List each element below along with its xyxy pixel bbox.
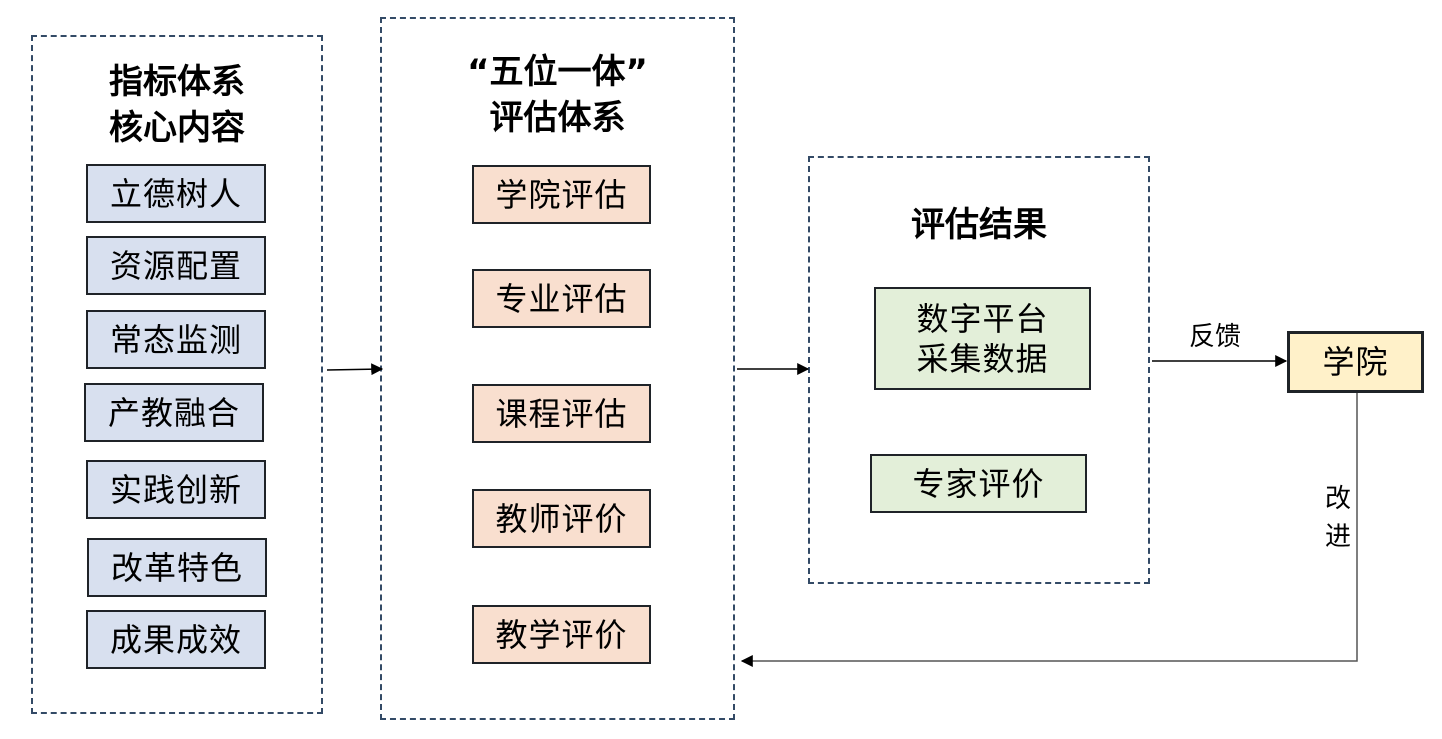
- indicator-item-5: 实践创新: [86, 460, 266, 519]
- evaluation-system-title: “五位一体” 评估体系: [382, 49, 733, 141]
- evaluation-item-5: 教学评价: [472, 605, 651, 664]
- college-box: 学院: [1287, 331, 1424, 393]
- indicator-title-line1: 指标体系: [109, 62, 245, 102]
- evaluation-item-1: 学院评估: [472, 165, 651, 224]
- improve-label-2: 进: [1325, 522, 1352, 552]
- evaluation-title-line1: “五位一体”: [467, 52, 648, 92]
- result-item-expert-review: 专家评价: [870, 454, 1087, 513]
- indicator-system-group: 指标体系 核心内容: [31, 35, 323, 714]
- indicator-item-1: 立德树人: [86, 164, 266, 223]
- result-item-1-line1: 数字平台: [916, 299, 1049, 338]
- evaluation-title-line2: 评估体系: [489, 98, 626, 138]
- improve-label-1: 改: [1325, 484, 1352, 514]
- indicator-system-title: 指标体系 核心内容: [33, 59, 321, 151]
- indicator-item-2: 资源配置: [86, 236, 266, 295]
- indicator-item-3: 常态监测: [86, 310, 266, 369]
- evaluation-item-3: 课程评估: [472, 384, 651, 443]
- feedback-label: 反馈: [1189, 322, 1242, 352]
- evaluation-results-title: 评估结果: [911, 205, 1047, 245]
- arrow-indicators-to-evaluation: [326, 363, 384, 376]
- indicator-item-7: 成果成效: [86, 610, 266, 669]
- indicator-title-line2: 核心内容: [109, 108, 245, 148]
- evaluation-item-4: 教师评价: [472, 489, 651, 548]
- indicator-item-4: 产教融合: [84, 383, 264, 442]
- indicator-item-6: 改革特色: [87, 538, 267, 597]
- evaluation-item-2: 专业评估: [472, 269, 651, 328]
- result-item-digital-platform: 数字平台 采集数据: [874, 287, 1091, 390]
- result-item-1-line2: 采集数据: [916, 339, 1049, 378]
